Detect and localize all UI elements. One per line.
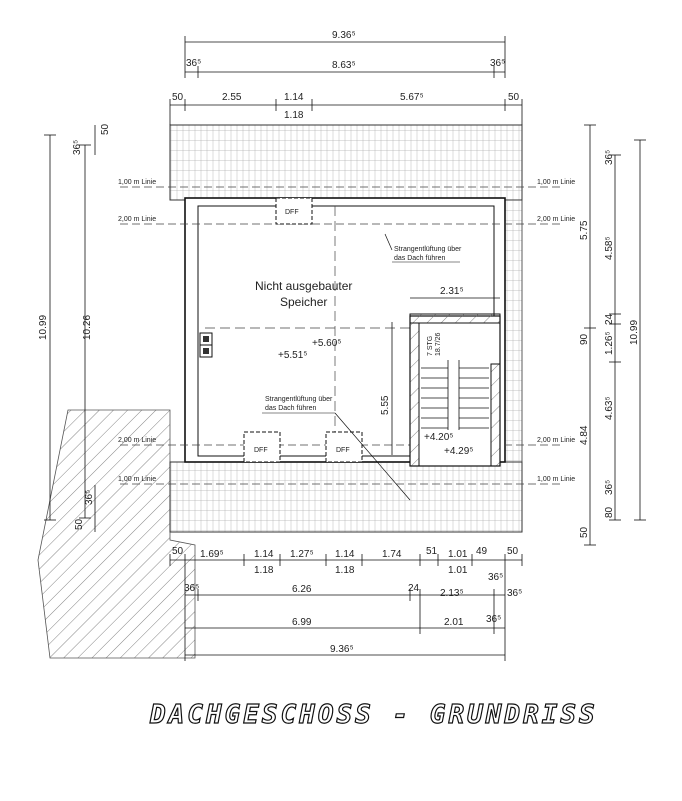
line-label-1m-left-top: 1,00 m Linie xyxy=(118,179,156,186)
dim-bottom-r1-sub-1: 1.18 xyxy=(335,565,355,576)
dim-top-wall-right: 36⁵ xyxy=(490,58,505,69)
dim-top-seg3: 5.67⁵ xyxy=(400,92,424,103)
dim-top-wall-left: 36⁵ xyxy=(186,58,201,69)
dim-bottom-r2-1: 6.26 xyxy=(292,584,312,595)
dim-bottom-r1-9: 50 xyxy=(507,546,519,557)
dim-left-top-eave: 50 xyxy=(100,123,111,135)
stairwell: 7 STG 18.7/26 xyxy=(409,313,501,467)
dim-bottom-r2-2: 24 xyxy=(408,583,420,594)
dim-bottom-r1-2: 1.14 xyxy=(254,549,274,560)
dim-right-seg-c: 24 xyxy=(604,313,615,325)
dim-bottom-r3-2: 36⁵ xyxy=(486,614,501,625)
room-name-line1: Nicht ausgebauter xyxy=(255,279,352,293)
svg-text:DFF: DFF xyxy=(336,447,350,454)
line-label-2m-left-top: 2,00 m Linie xyxy=(118,216,156,223)
vent-note-1: Strangentlüftung über das Dach führen xyxy=(384,233,462,263)
stair-count: 7 STG xyxy=(427,336,434,356)
dim-top-inner: 8.63⁵ xyxy=(332,60,356,71)
dims-bottom xyxy=(169,554,523,661)
dim-right-seg-b: 4.58⁵ xyxy=(604,236,615,260)
dim-bottom-r1-4: 1.14 xyxy=(335,549,355,560)
svg-text:das Dach führen: das Dach führen xyxy=(265,405,316,412)
dim-bottom-r1-6: 51 xyxy=(426,546,438,557)
level-a: +5.60⁵ xyxy=(312,338,341,349)
dim-right-seg-d: 1.26⁵ xyxy=(604,331,615,355)
stair-width-dim: 2.31⁵ xyxy=(440,286,464,297)
dim-right-seg-f: 4.63⁵ xyxy=(604,396,615,420)
stair-height-dim: 5.55 xyxy=(380,395,391,415)
dim-bottom-overall: 9.36⁵ xyxy=(330,644,354,655)
dim-top-overall: 9.36⁵ xyxy=(332,30,356,41)
level-d: +4.29⁵ xyxy=(444,446,473,457)
dim-left-top-wall: 36⁵ xyxy=(72,140,83,155)
dim-top-seg1: 2.55 xyxy=(222,92,242,103)
dim-right-bottom-a: 80 xyxy=(604,506,615,518)
dims-top xyxy=(169,36,523,125)
dim-left-bottom-eave: 50 xyxy=(74,518,85,530)
room-name-line2: Speicher xyxy=(280,295,327,309)
dim-bottom-r2-0: 36⁵ xyxy=(184,583,199,594)
dim-bottom-r1-8: 49 xyxy=(476,546,488,557)
dim-bottom-r2-4: 36⁵ xyxy=(507,588,522,599)
line-label-1m-left-bottom: 1,00 m Linie xyxy=(118,476,156,483)
neighbour-hatch xyxy=(37,409,196,659)
dim-bottom-r1-sub-3: 36⁵ xyxy=(488,572,503,583)
dim-bottom-r1-7: 1.01 xyxy=(448,549,468,560)
dim-bottom-r1-5: 1.74 xyxy=(382,549,402,560)
dormer-window-top: DFF xyxy=(275,197,313,225)
dim-bottom-r1-0: 50 xyxy=(172,546,184,557)
dim-top-seg2-sub: 1.18 xyxy=(284,110,304,121)
svg-text:DFF: DFF xyxy=(285,209,299,216)
dim-right-bottom-wall: 36⁵ xyxy=(604,480,615,495)
dim-bottom-r3-1: 2.01 xyxy=(444,617,464,628)
svg-text:das Dach führen: das Dach führen xyxy=(394,255,445,262)
dim-right-top-wall: 36⁵ xyxy=(604,150,615,165)
dim-right-seg-e: 90 xyxy=(579,333,590,345)
dim-top-eave-left: 50 xyxy=(172,92,184,103)
line-label-1m-right-top: 1,00 m Linie xyxy=(537,179,575,186)
dormer-window-bottom-right: DFF xyxy=(325,431,363,463)
line-label-2m-right-top: 2,00 m Linie xyxy=(537,216,575,223)
dormer-window-bottom-left: DFF xyxy=(243,431,281,463)
line-label-1m-right-bottom: 1,00 m Linie xyxy=(537,476,575,483)
roof-eave-top xyxy=(169,124,523,201)
stair-ratio: 18.7/26 xyxy=(435,333,442,356)
dim-right-overall: 10.99 xyxy=(629,320,640,345)
drawing-title: DACHGESCHOSS - GRUNDRISS xyxy=(149,699,598,730)
dim-bottom-r2-3: 2.13⁵ xyxy=(440,588,464,599)
dim-bottom-r1-sub-2: 1.01 xyxy=(448,565,468,576)
dim-bottom-r3-0: 6.99 xyxy=(292,617,312,628)
svg-text:Strangentlüftung über: Strangentlüftung über xyxy=(394,246,462,253)
dim-left-inner: 10.26 xyxy=(82,315,93,340)
dim-bottom-r1-sub-0: 1.18 xyxy=(254,565,274,576)
roof-eave-bottom xyxy=(169,461,523,533)
line-label-2m-right-bottom: 2,00 m Linie xyxy=(537,437,575,444)
dim-right-seg-a: 5.75 xyxy=(579,220,590,240)
dim-top-seg2: 1.14 xyxy=(284,92,304,103)
dims-left xyxy=(44,125,96,532)
dim-left-bottom-wall: 36⁵ xyxy=(84,490,95,505)
dims-right xyxy=(584,124,646,546)
vent-note-2: Strangentlüftung über das Dach führen xyxy=(262,396,411,501)
dim-left-overall: 10.99 xyxy=(38,315,49,340)
dim-right-bottom-eave: 50 xyxy=(579,526,590,538)
dim-right-seg-g: 4.84 xyxy=(579,425,590,445)
dim-bottom-r1-1: 1.69⁵ xyxy=(200,549,224,560)
svg-text:DFF: DFF xyxy=(254,447,268,454)
level-b: +5.51⁵ xyxy=(278,350,307,361)
level-c: +4.20⁵ xyxy=(424,432,453,443)
line-label-2m-left-bottom: 2,00 m Linie xyxy=(118,437,156,444)
svg-text:Strangentlüftung über: Strangentlüftung über xyxy=(265,396,333,403)
dim-bottom-r1-3: 1.27⁵ xyxy=(290,549,314,560)
dim-top-eave-right: 50 xyxy=(508,92,520,103)
